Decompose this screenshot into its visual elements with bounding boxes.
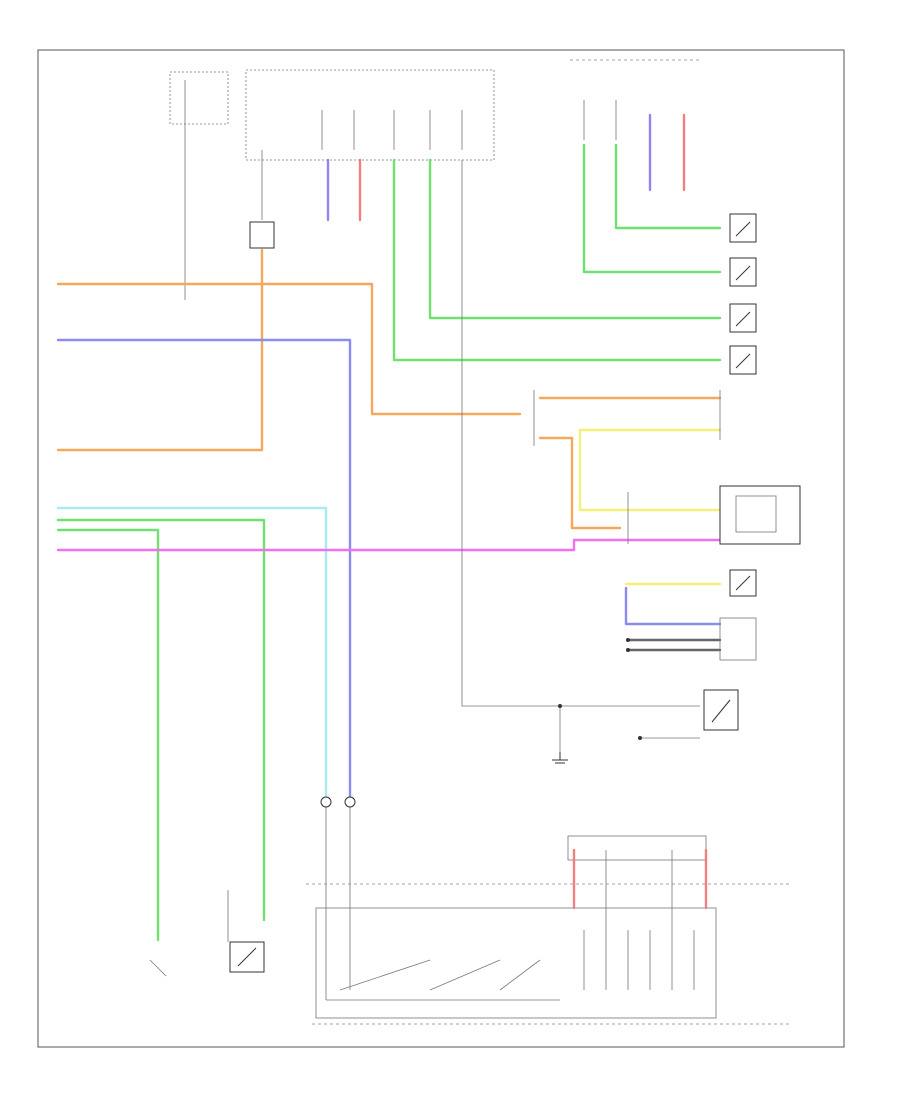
switch-group-right [729,213,757,375]
wire-blue-1 [56,338,352,802]
wire-yellow-2 [578,428,722,512]
splice-dot-icon [626,638,630,642]
wire-green-1 [614,143,722,230]
fuse-stubs [321,110,463,150]
wire-cyan-1 [56,506,328,802]
switch-icon [729,213,757,243]
wire-magenta-1 [56,538,722,552]
wire-gray-1 [461,160,700,707]
wire-orange-2 [56,248,264,452]
switch-icon [729,345,757,375]
bottom-right-stubs [583,850,695,990]
wire-green-3 [428,158,722,320]
switch-icon [703,689,739,731]
ground-icon [552,752,568,764]
switch-icon [729,257,757,287]
right-middle-components [533,390,801,597]
wire-orange-1 [56,282,522,416]
wire-green-5 [56,518,266,922]
wire-green-4 [392,158,722,362]
module-box [719,485,801,545]
relay-box [249,221,275,249]
bottom-module [306,835,790,1025]
wire-orange-4 [538,436,622,530]
splice-dot-icon [558,704,562,708]
fuse-box-group [169,69,495,300]
wire-blue-2 [624,586,722,626]
bottom-switches [325,800,560,1001]
connector-icon [719,617,757,661]
switch-icon [729,303,757,333]
connector-icon [320,796,332,808]
wire-green-6 [56,528,160,942]
top-right-connector [570,59,700,140]
splice-dot-icon [638,736,642,740]
splice-dot-icon [626,648,630,652]
connector-icon [344,796,356,808]
wire-green-2 [582,143,722,274]
diagram-frame [37,49,845,1048]
